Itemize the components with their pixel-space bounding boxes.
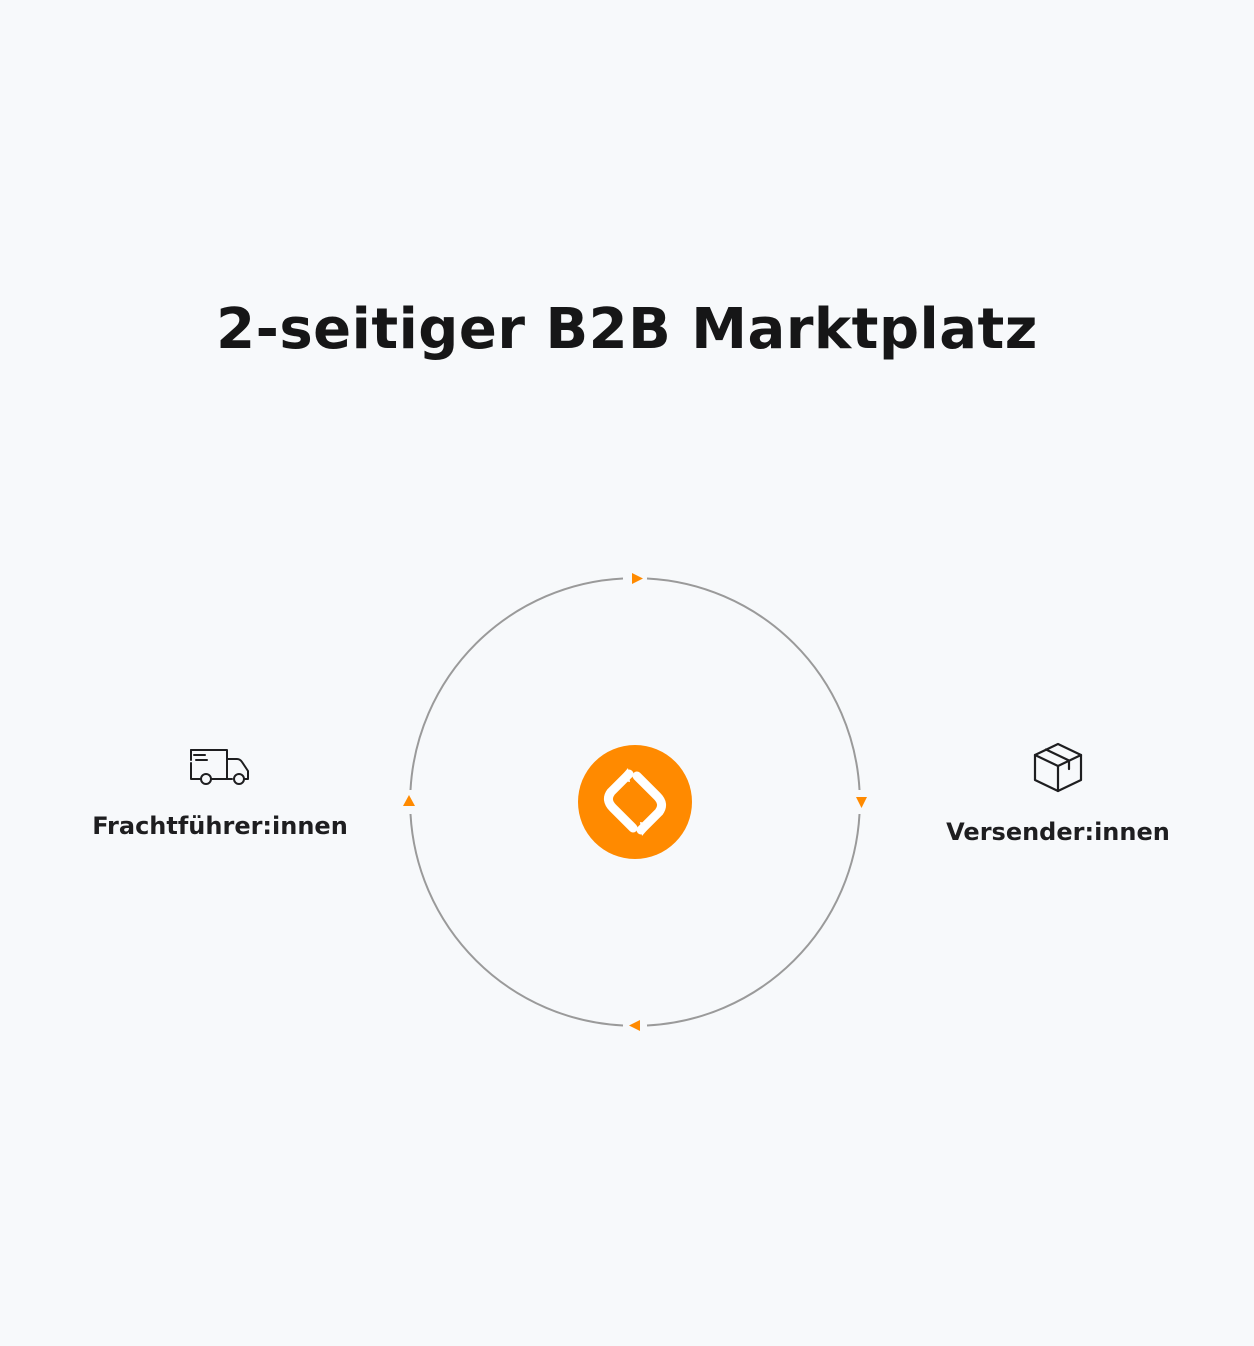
flow-arrow-left-icon — [403, 795, 415, 806]
carriers-side: Frachtführer:innen — [60, 746, 380, 842]
cycle-ring — [409, 577, 861, 1027]
truck-icon — [190, 749, 249, 785]
exchange-arrows-icon — [578, 745, 692, 859]
box-icon — [1033, 742, 1083, 793]
ring-arc-bottom-right — [646, 813, 861, 1027]
ring-arc-top-left — [409, 577, 624, 791]
ring-arc-top-right — [646, 577, 861, 791]
ring-arc-bottom-left — [409, 813, 624, 1027]
page-title: 2-seitiger B2B Marktplatz — [216, 297, 1038, 362]
flow-arrow-top-icon — [632, 573, 643, 584]
flow-arrow-right-icon — [856, 797, 867, 808]
shippers-label: Versender:innen — [946, 818, 1170, 846]
carriers-label: Frachtführer:innen — [92, 812, 348, 840]
flow-arrow-bottom-icon — [629, 1020, 640, 1031]
shippers-side: Versender:innen — [918, 740, 1198, 848]
